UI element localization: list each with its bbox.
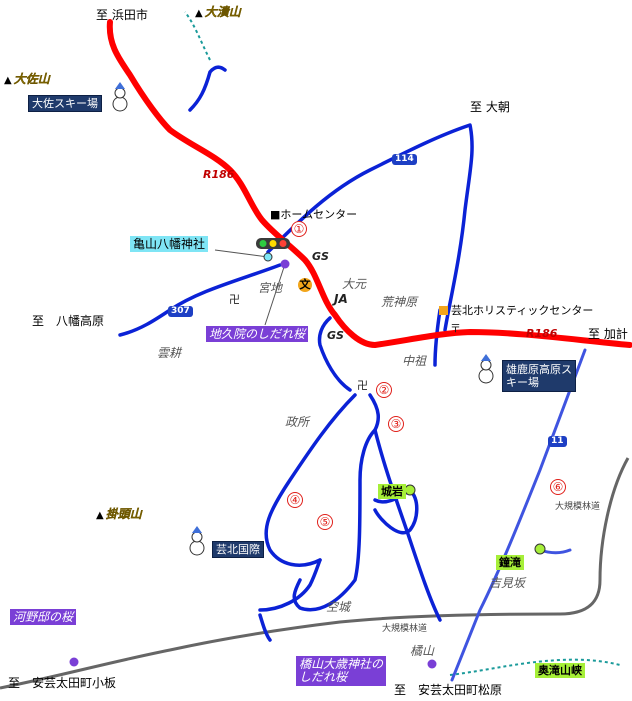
dest-kake: 至 加計 <box>588 327 628 341</box>
road-114-link <box>433 308 442 367</box>
temple-icon: 卍 <box>357 379 368 392</box>
road-oasa <box>266 123 474 332</box>
mountain-osa: ▲大佐山 <box>4 72 50 86</box>
route-r186-north: R186 <box>203 168 235 181</box>
point-1: ① <box>291 221 307 237</box>
road-11 <box>450 348 587 682</box>
kono-dot <box>69 657 79 667</box>
place-karaki: 空城 <box>326 600 351 614</box>
route-307-shield: 307 <box>168 306 193 317</box>
road-shiroiwa <box>373 488 419 535</box>
place-unkou: 雲耕 <box>157 346 182 360</box>
road-masadokoro-west <box>264 393 357 567</box>
mountain-odoko: ▲大潰山 <box>195 5 241 19</box>
road-r186 <box>106 19 632 348</box>
home-center: ■ホームセンター <box>270 208 358 221</box>
triangle-icon: ▲ <box>96 510 104 521</box>
place-yoshimisaka: 吉見坂 <box>489 576 526 590</box>
temple-icon: 卍 <box>229 293 240 306</box>
road-kokusai <box>258 558 322 612</box>
post-office-icon: 〒 <box>450 322 461 335</box>
road-307 <box>118 263 282 337</box>
place-nakaso: 中祖 <box>402 354 427 368</box>
road-odoko <box>188 65 227 112</box>
holistic-center: 芸北ホリスティックセンター <box>451 304 594 317</box>
dest-matsubara: 至 安芸太田町松原 <box>394 683 503 697</box>
snowman-icon-kokusai <box>189 526 205 556</box>
tachibana-dot <box>427 659 437 669</box>
route-r186-east: R186 <box>526 327 558 340</box>
snowman-icon-osa <box>112 82 128 112</box>
gs-south: GS <box>327 329 344 342</box>
place-miyaji: 宮地 <box>258 281 283 295</box>
place-arakambara: 荒神原 <box>381 295 418 309</box>
holistic-marker <box>439 306 448 315</box>
okutaki-gorge: 奥滝山峡 <box>535 663 585 678</box>
route-11-shield: 11 <box>548 436 567 447</box>
shiroiwa-dot <box>404 484 416 496</box>
ski-osa: 大佐スキー場 <box>28 95 102 112</box>
place-tachibana: 橘山 <box>410 644 435 658</box>
dest-yawata-kogen: 至 八幡高原 <box>32 314 105 328</box>
snowman-icon-osorakan <box>478 354 494 384</box>
jikyuin-sakura: 地久院のしだれ桜 <box>206 326 309 342</box>
nodaki: 鐘滝 <box>496 555 524 570</box>
road-nakaso-south <box>373 428 442 622</box>
shrine-dot <box>263 252 273 262</box>
point-3: ③ <box>388 416 404 432</box>
route-114-shield: 114 <box>392 154 417 165</box>
ski-osorakan: 雄鹿原高原スキー場 <box>502 360 576 392</box>
mountain-kakezu: ▲掛頭山 <box>96 507 142 521</box>
dest-oasa: 至 大朝 <box>470 100 510 114</box>
place-masadokoro: 政所 <box>285 415 310 429</box>
point-6: ⑥ <box>550 479 566 495</box>
triangle-icon: ▲ <box>4 75 12 86</box>
ski-kokusai: 芸北国際 <box>212 541 264 558</box>
road-bottom-gray <box>0 457 630 690</box>
traffic-light-icon <box>256 238 290 249</box>
tachibana-sakura: 橋山大歳神社のしだれ桜 <box>296 656 387 686</box>
nodaki-dot <box>534 543 546 555</box>
kameyama-shrine: 亀山八幡神社 <box>130 236 209 252</box>
school-icon: 文 <box>298 278 312 292</box>
road-south-branch <box>258 613 272 642</box>
point-2: ② <box>376 382 392 398</box>
forest-road-south: 大規模林道 <box>382 624 428 634</box>
ja-mark: JA <box>334 292 348 306</box>
forest-road-east: 大規模林道 <box>555 502 601 512</box>
road-masadokoro-loop <box>317 316 352 392</box>
kono-sakura: 河野邸の桜 <box>10 609 77 625</box>
jikyuin-dot <box>280 259 290 269</box>
dest-kobayashi: 至 安芸太田町小板 <box>8 676 117 690</box>
trail-odoko <box>184 11 211 61</box>
shiroiwa: 城岩 <box>378 484 406 499</box>
dest-hamada: 至 浜田市 <box>96 8 148 22</box>
triangle-icon: ▲ <box>195 8 203 19</box>
point-5: ⑤ <box>317 514 333 530</box>
place-omoto: 大元 <box>342 277 367 291</box>
gs-north: GS <box>312 250 329 263</box>
point-4: ④ <box>287 492 303 508</box>
